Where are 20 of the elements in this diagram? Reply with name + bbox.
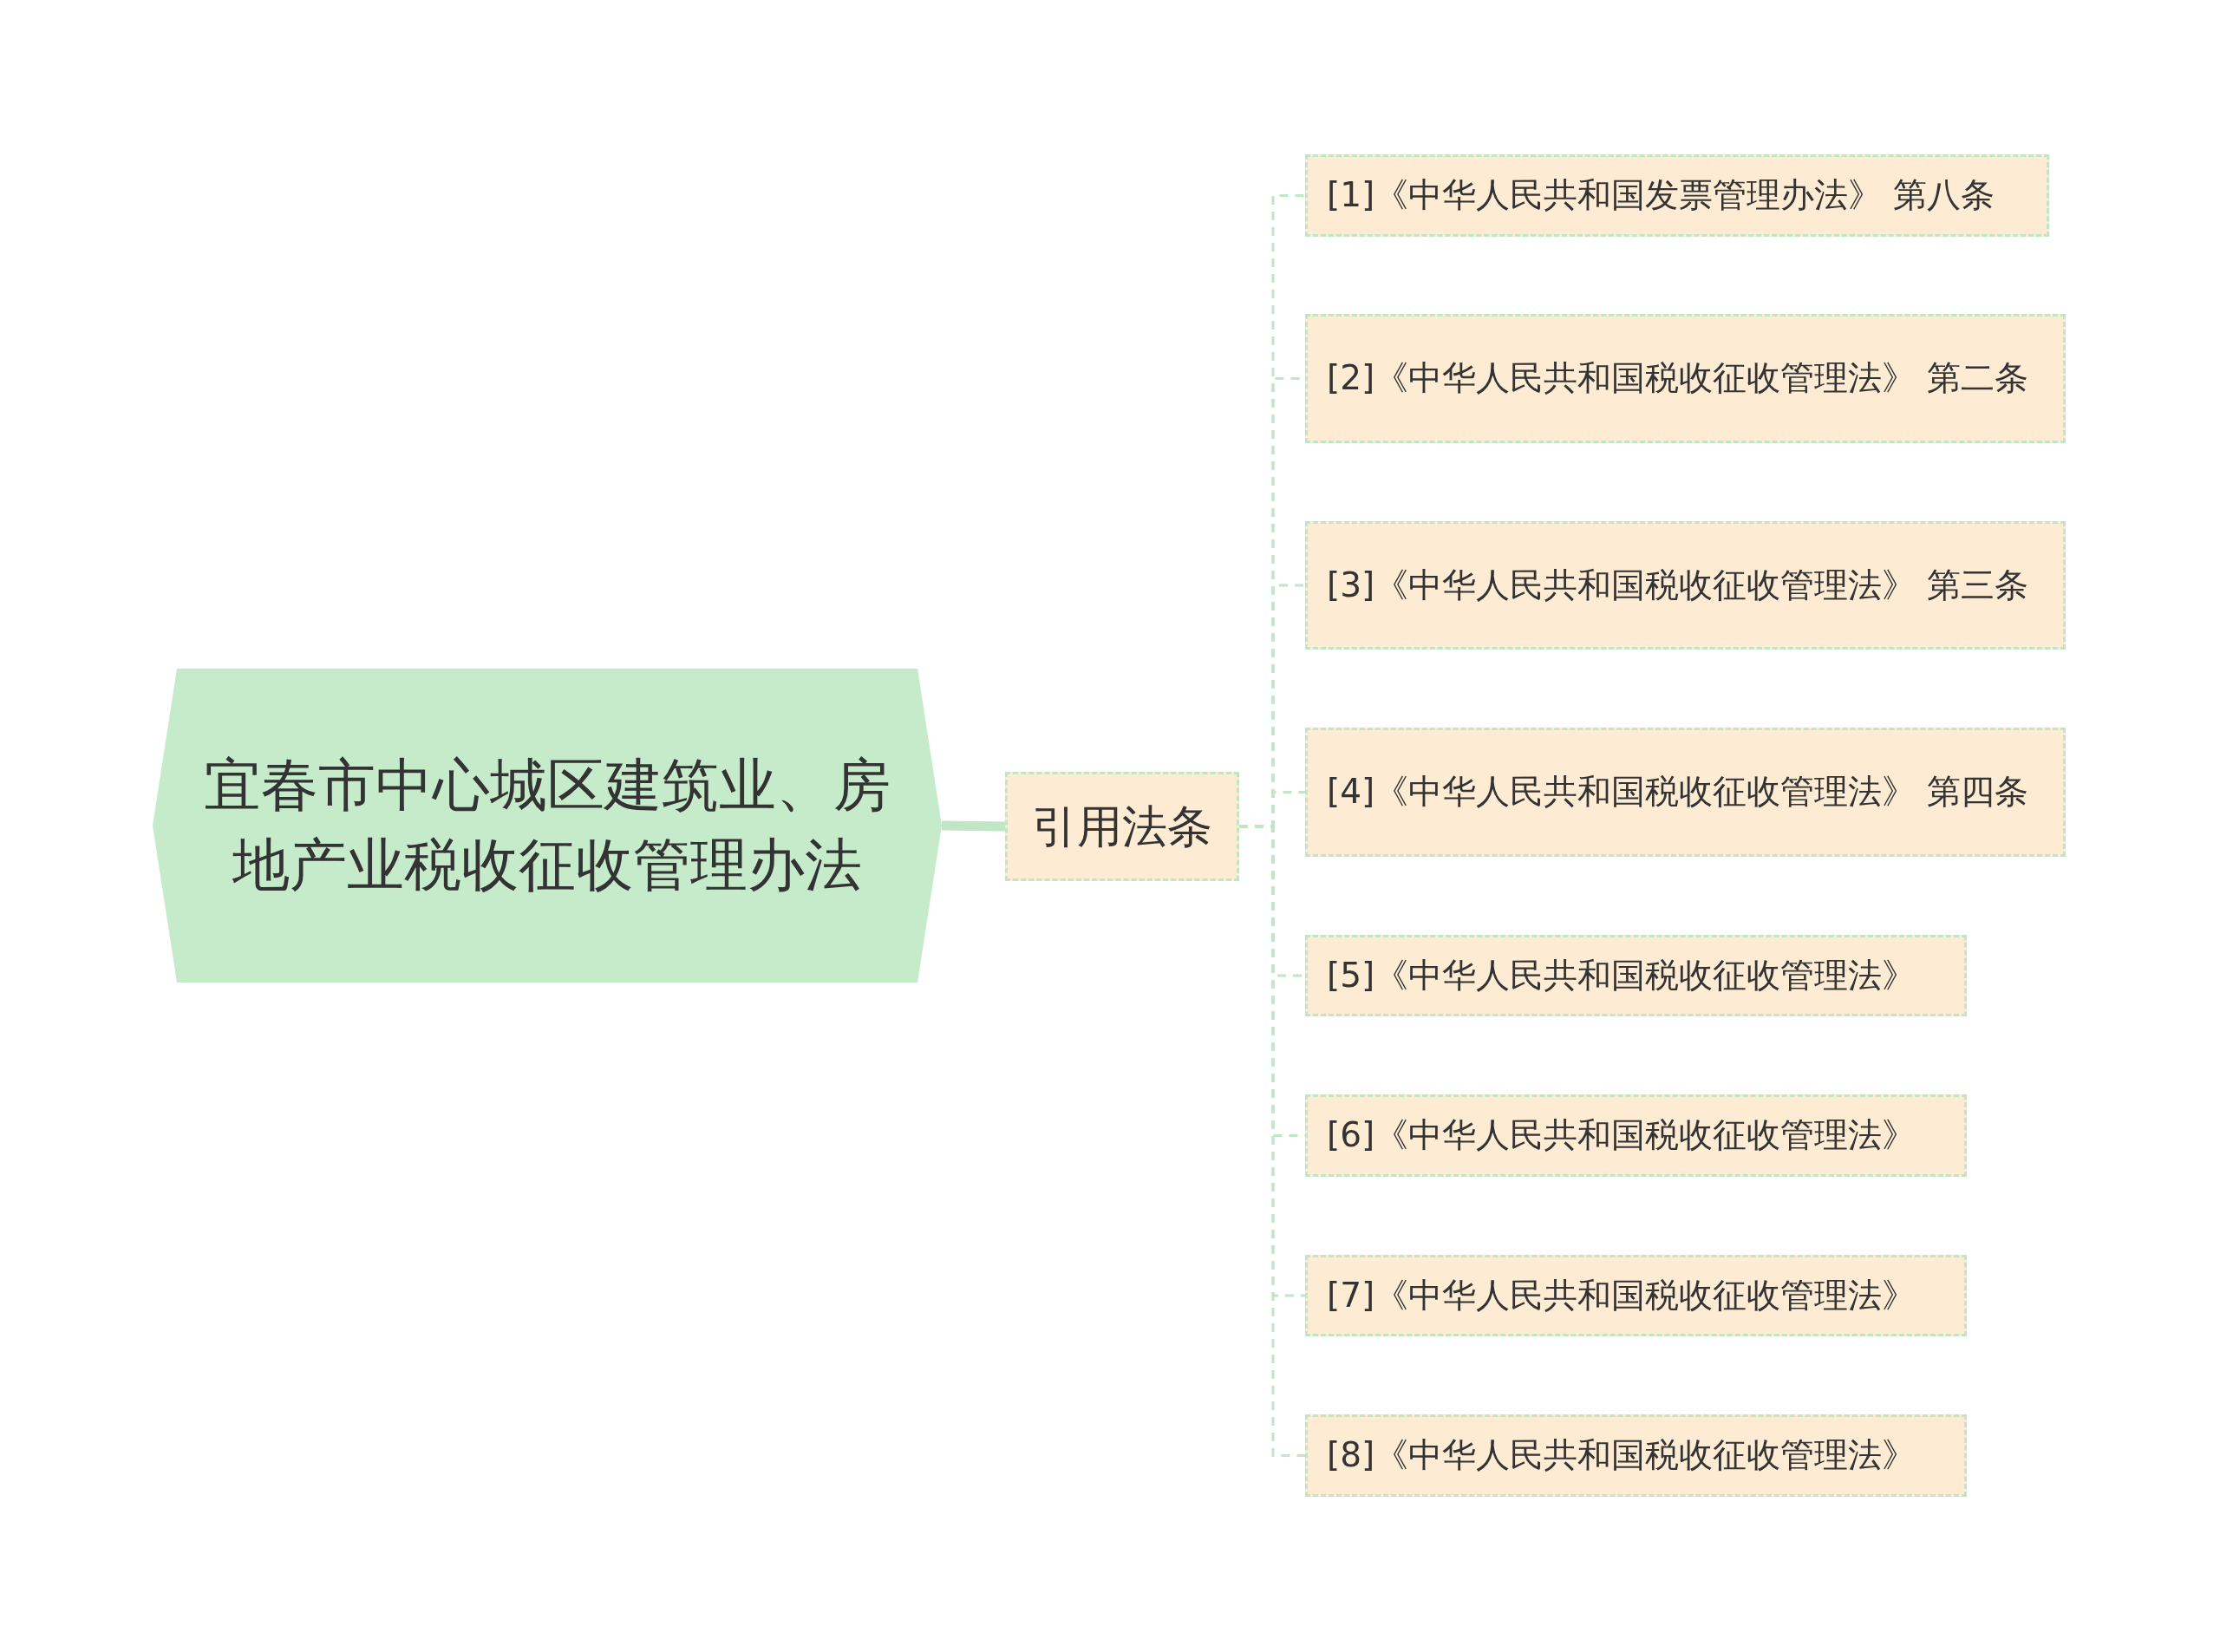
topic-text: [8]《中华人民共和国税收征收管理法》: [1327, 1434, 1916, 1477]
subtopic-box: [1305, 935, 1967, 1016]
topic-text: [4]《中华人民共和国税收征收管理法》 第四条: [1327, 771, 2028, 813]
topic-text: [3]《中华人民共和国税收征收管理法》 第三条: [1327, 564, 2028, 606]
subtopic-box: [1305, 314, 2066, 443]
topic-text: 宜春市中心城区建筑业、房地产业税收征收管理办法: [203, 750, 891, 900]
connector-line: [941, 820, 1006, 832]
topic-text: [7]《中华人民共和国税收征收管理法》: [1327, 1274, 1916, 1316]
topic-text: [5]《中华人民共和国税收征收管理法》: [1327, 954, 1916, 996]
topic-text: [6]《中华人民共和国税收征收管理法》: [1327, 1114, 1916, 1157]
subtopic-box: [1305, 1255, 1967, 1336]
subtopic-box: [1305, 521, 2066, 650]
subtopic-box: [1305, 1094, 1967, 1177]
subtopic-box: [1305, 728, 2066, 857]
topic-text: [2]《中华人民共和国税收征收管理法》 第二条: [1327, 357, 2028, 400]
subtopic-box: [1305, 1414, 1967, 1497]
subtopic-box: [1305, 154, 2049, 237]
topic-box: [1005, 772, 1239, 881]
topic-text: 引用法条: [1032, 799, 1212, 854]
topic-text: [1]《中华人民共和国发票管理办法》 第八条: [1327, 174, 1995, 217]
